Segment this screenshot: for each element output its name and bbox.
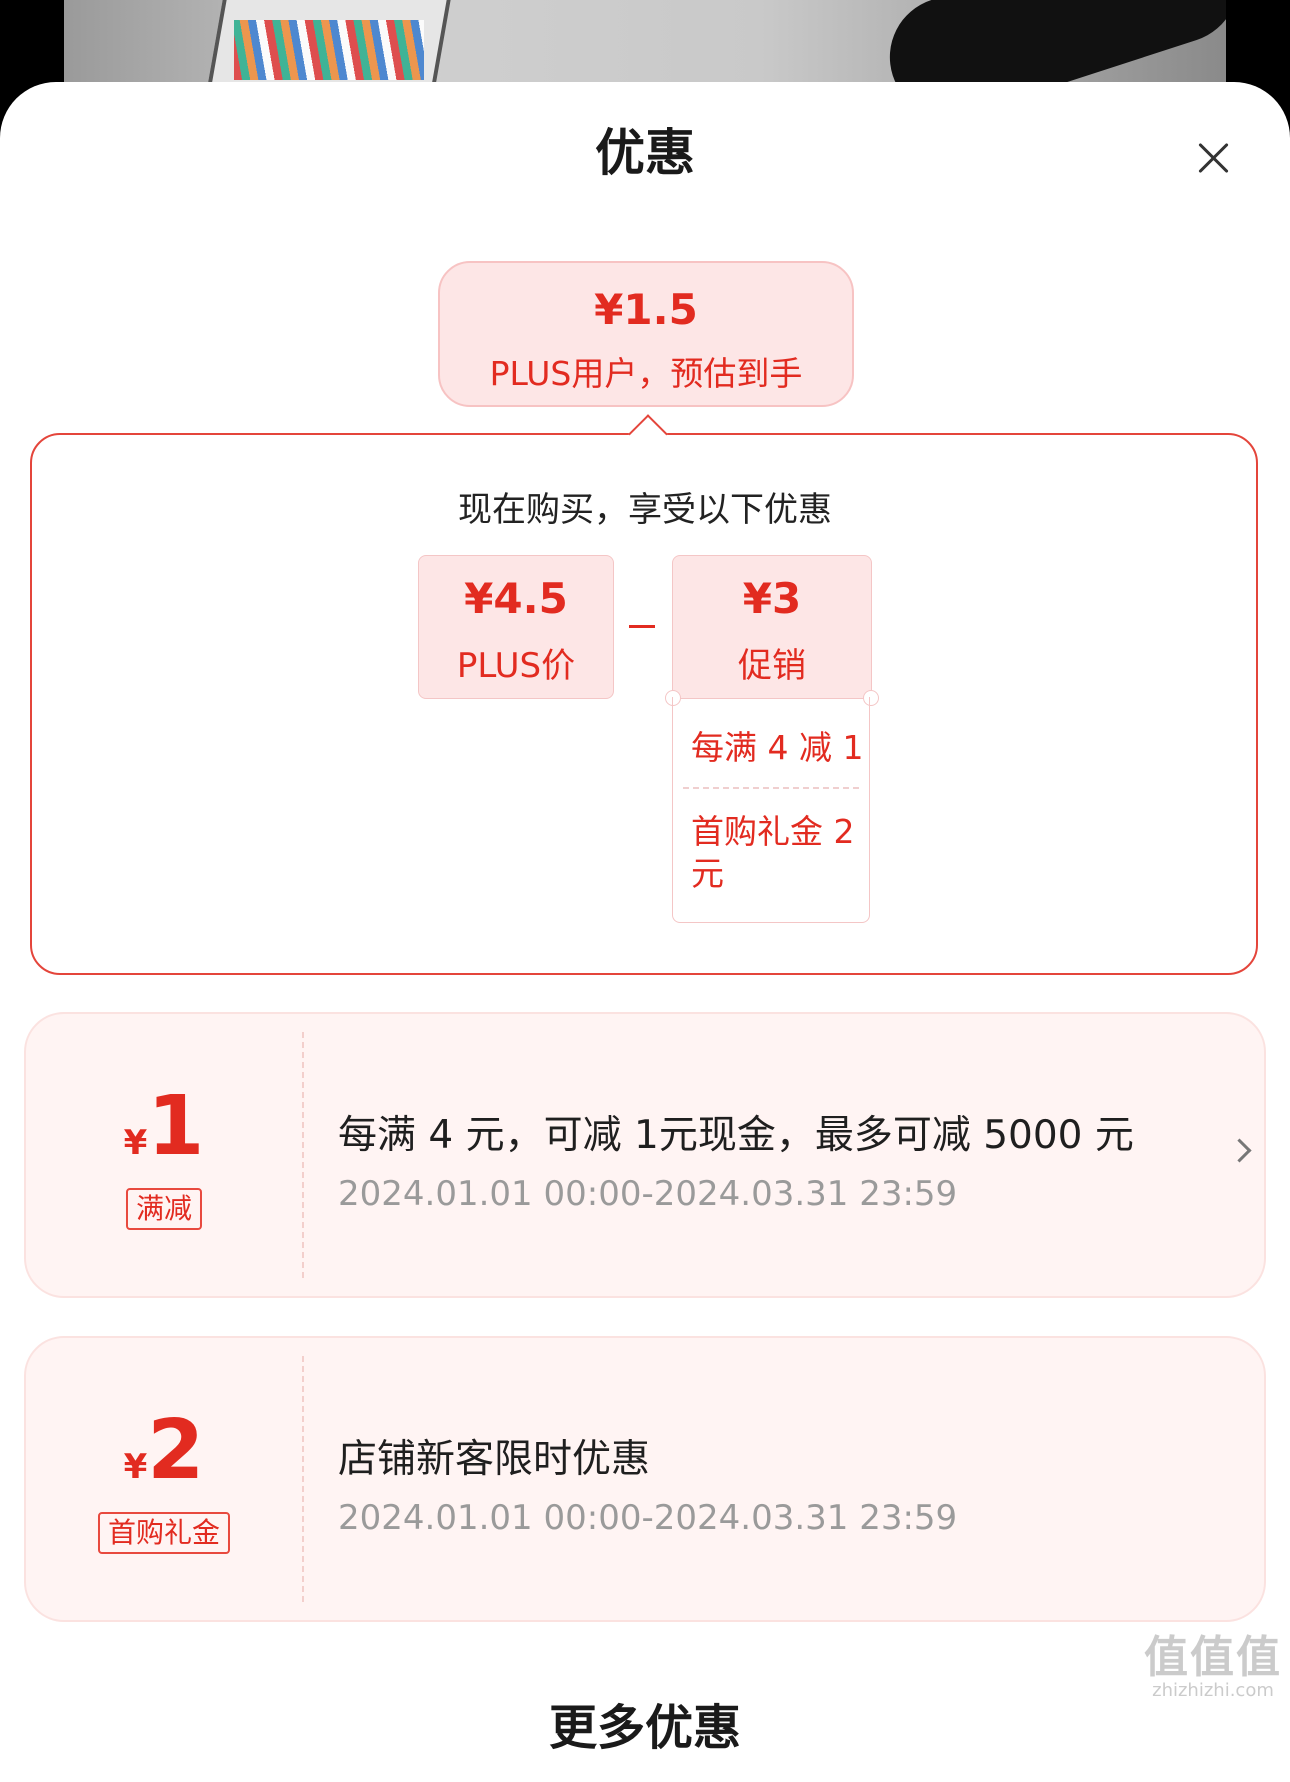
coupon-value: ¥1 xyxy=(26,1086,302,1168)
coupon-divider xyxy=(302,1356,304,1602)
close-icon[interactable] xyxy=(1196,140,1232,176)
coupon-type-badge: 首购礼金 xyxy=(97,1512,231,1554)
coupon-type-badge: 满减 xyxy=(125,1188,203,1230)
promotion-amount: ¥3 xyxy=(742,574,802,623)
more-offers-heading: 更多优惠 xyxy=(548,1700,741,1756)
plus-price-box: ¥4.5 PLUS价 xyxy=(418,555,614,699)
coupon-card-full-reduction[interactable]: ¥1 满减 每满 4 元，可减 1元现金，最多可减 5000 元 2024.01… xyxy=(24,1012,1266,1298)
detail-divider xyxy=(683,787,859,789)
coupon-divider xyxy=(302,1032,304,1278)
plus-price-label: PLUS价 xyxy=(456,646,576,686)
watermark-url: zhizhizhi.com xyxy=(1152,1680,1274,1701)
coupon-amount: 1 xyxy=(147,1079,205,1174)
colored-wires-graphic xyxy=(234,20,424,80)
coupon-card-first-purchase[interactable]: ¥2 首购礼金 店铺新客限时优惠 2024.01.01 00:00-2024.0… xyxy=(24,1336,1266,1622)
promotion-label: 促销 xyxy=(738,646,806,686)
minus-operator xyxy=(629,625,655,628)
coupon-value: ¥2 xyxy=(26,1410,302,1492)
estimated-price-amount: ¥1.5 xyxy=(594,285,698,334)
site-watermark: 值值值 zhizhizhi.com xyxy=(1138,1632,1288,1702)
coupon-validity: 2024.01.01 00:00-2024.03.31 23:59 xyxy=(338,1174,958,1214)
currency-symbol: ¥ xyxy=(123,1447,148,1487)
promotion-box: ¥3 促销 xyxy=(672,555,872,699)
coupon-title: 店铺新客限时优惠 xyxy=(338,1437,651,1482)
estimated-price-label: PLUS用户，预估到手 xyxy=(489,354,803,393)
promotion-detail-item: 每满 4 减 1 xyxy=(691,728,864,767)
watermark-logo: 值值值 xyxy=(1144,1632,1282,1683)
plus-price-amount: ¥4.5 xyxy=(464,574,568,623)
currency-symbol: ¥ xyxy=(123,1123,148,1163)
summary-heading: 现在购买，享受以下优惠 xyxy=(458,490,832,530)
coupon-title: 每满 4 元，可减 1元现金，最多可减 5000 元 xyxy=(338,1113,1134,1158)
estimated-price-bubble: ¥1.5 PLUS用户，预估到手 xyxy=(438,261,854,407)
coupon-validity: 2024.01.01 00:00-2024.03.31 23:59 xyxy=(338,1498,958,1538)
promotion-details: 每满 4 减 1 首购礼金 2元 xyxy=(672,697,870,923)
chevron-right-icon[interactable] xyxy=(1227,1138,1252,1163)
promotion-detail-item: 首购礼金 2元 xyxy=(691,812,855,893)
sheet-title: 优惠 xyxy=(595,124,695,182)
coupon-amount: 2 xyxy=(147,1403,205,1498)
